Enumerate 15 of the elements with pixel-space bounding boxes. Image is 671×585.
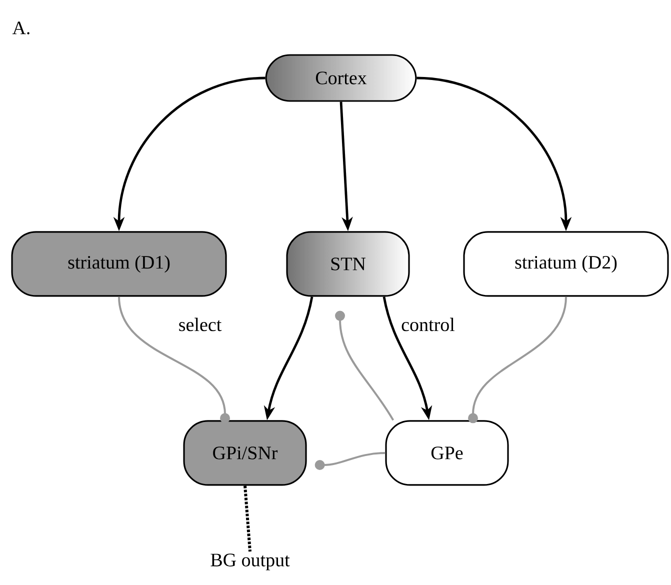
- arrow: [335, 310, 394, 421]
- arrow: [468, 296, 567, 424]
- process-box: striatum (D1): [11, 231, 227, 297]
- process-box: STN: [286, 231, 410, 297]
- arrow: [118, 296, 230, 424]
- pathway-label: select: [179, 318, 222, 332]
- pathway-label: control: [402, 318, 455, 332]
- process-box: Cortex: [265, 54, 417, 102]
- arrow: [314, 452, 386, 470]
- panel-letter: A.: [12, 22, 30, 34]
- process-box: striatum (D2): [463, 231, 669, 297]
- output-label: BG output: [210, 554, 290, 570]
- process-box: GPi/SNr: [183, 420, 307, 486]
- process-box: GPe: [385, 420, 509, 486]
- connector-line: [244, 486, 252, 552]
